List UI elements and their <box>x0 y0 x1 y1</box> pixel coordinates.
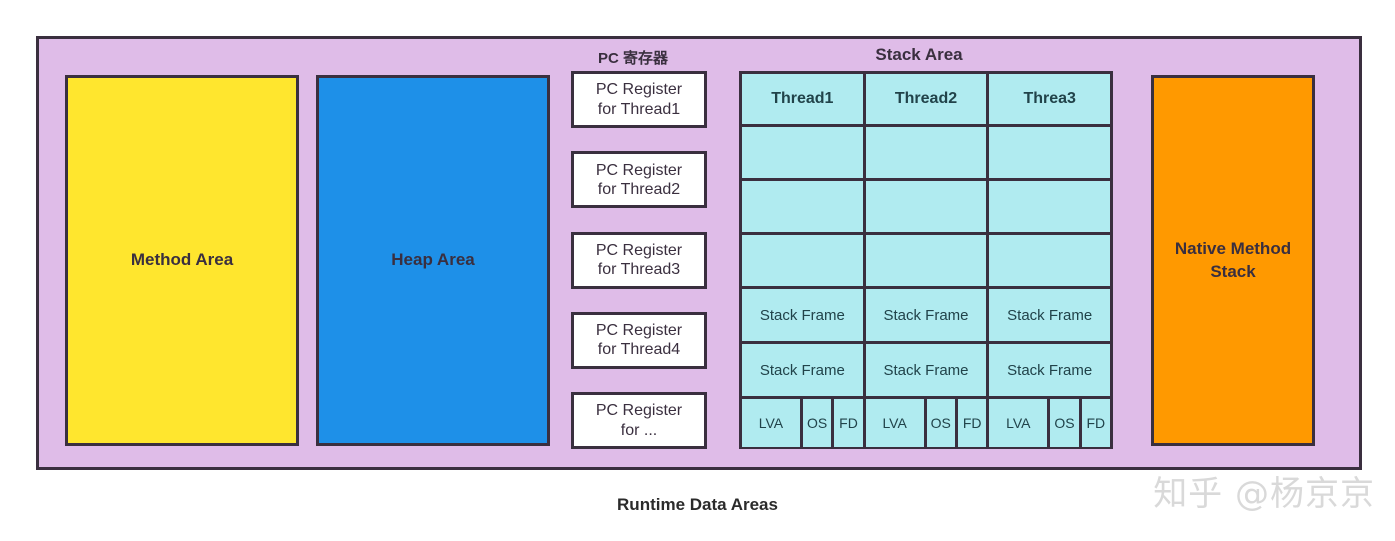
stack-empty-cell <box>989 235 1111 286</box>
pc-register-column: PC Register for Thread1 PC Register for … <box>571 71 707 449</box>
stack-slot-group: LVA OS FD <box>742 399 863 447</box>
heap-area-label: Heap Area <box>391 250 475 270</box>
native-method-stack-block: Native Method Stack <box>1151 75 1315 446</box>
watermark: 知乎 @杨京京 <box>1153 474 1375 514</box>
method-area-label: Method Area <box>130 250 234 270</box>
stack-frame-cell: Stack Frame <box>989 289 1111 341</box>
stack-header-row: Thread1 Thread2 Threa3 <box>742 74 1111 124</box>
stack-empty-cell <box>865 127 987 178</box>
stack-area-section-label: Stack Area <box>875 45 963 64</box>
pc-register-box: PC Register for Thread3 <box>571 231 707 289</box>
native-method-stack-label: Native Method Stack <box>1174 238 1292 281</box>
stack-area-table: Thread1 Thread2 Threa3 Stack Frame Stack… <box>739 71 1113 449</box>
stack-frame-cell: Stack Frame <box>989 344 1111 396</box>
pc-register-section-label: PC 寄存器 <box>597 50 668 67</box>
pc-register-box: PC Register for ... <box>571 392 707 449</box>
fd-slot-cell: FD <box>1081 399 1111 447</box>
os-slot-cell: OS <box>1050 399 1079 447</box>
diagram-caption: Runtime Data Areas <box>617 495 778 514</box>
fd-slot-cell: FD <box>834 399 863 447</box>
thread-header-cell: Threa3 <box>989 74 1111 124</box>
stack-empty-cell <box>989 127 1111 178</box>
pc-register-box: PC Register for Thread4 <box>571 311 707 369</box>
stack-frame-cell: Stack Frame <box>742 289 863 341</box>
stack-empty-cell <box>742 235 863 286</box>
stack-slot-row: LVA OS FD LVA OS FD LVA OS FD <box>742 399 1111 447</box>
pc-register-box: PC Register for Thread2 <box>571 151 707 209</box>
stack-frame-row: Stack Frame Stack Frame Stack Frame <box>742 289 1111 341</box>
stack-empty-cell <box>742 181 863 232</box>
stack-slot-group: LVA OS FD <box>989 399 1111 447</box>
lva-slot-cell: LVA <box>989 399 1048 447</box>
method-area-block: Method Area <box>65 75 299 446</box>
thread-header-cell: Thread2 <box>865 74 987 124</box>
thread-header-cell: Thread1 <box>742 74 863 124</box>
stack-empty-row <box>742 127 1111 178</box>
lva-slot-cell: LVA <box>742 399 800 447</box>
os-slot-cell: OS <box>926 399 955 447</box>
pc-register-box: PC Register for Thread1 <box>571 71 707 128</box>
fd-slot-cell: FD <box>957 399 987 447</box>
stack-frame-cell: Stack Frame <box>865 289 987 341</box>
stack-frame-cell: Stack Frame <box>865 344 987 396</box>
stack-empty-row <box>742 235 1111 286</box>
stack-empty-cell <box>989 181 1111 232</box>
heap-area-block: Heap Area <box>316 75 550 446</box>
stack-slot-group: LVA OS FD <box>865 399 987 447</box>
stack-empty-cell <box>865 235 987 286</box>
os-slot-cell: OS <box>802 399 832 447</box>
stack-frame-cell: Stack Frame <box>742 344 863 396</box>
stack-empty-cell <box>742 127 863 178</box>
runtime-data-areas-container: Method Area Heap Area PC 寄存器 PC Register… <box>36 36 1362 470</box>
stack-frame-row: Stack Frame Stack Frame Stack Frame <box>742 344 1111 396</box>
stack-empty-row <box>742 181 1111 232</box>
lva-slot-cell: LVA <box>865 399 924 447</box>
stack-empty-cell <box>865 181 987 232</box>
